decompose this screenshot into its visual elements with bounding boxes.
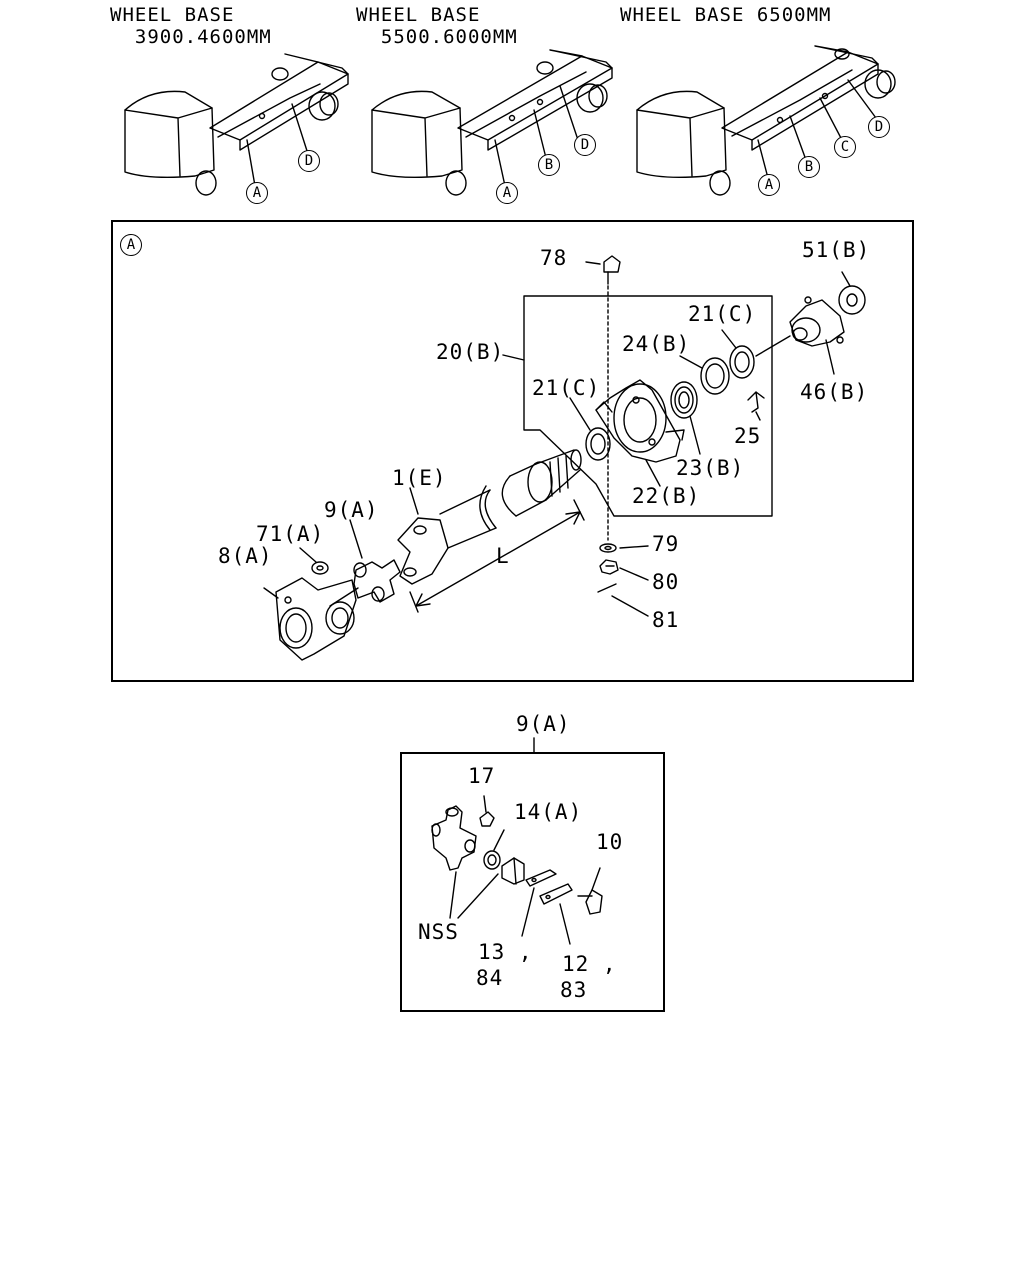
label-83: 83 xyxy=(560,978,588,1002)
truck2-marker-a: A xyxy=(496,182,518,204)
label-81: 81 xyxy=(652,608,680,632)
label-84: 84 xyxy=(476,966,504,990)
detail-title-9a: 9(A) xyxy=(516,712,571,736)
header-wheel-base-2: WHEEL BASE 5500.6000MM xyxy=(356,4,518,48)
truck-illustration-3 xyxy=(636,45,896,196)
label-9a: 9(A) xyxy=(324,498,379,522)
label-51b: 51(B) xyxy=(802,238,871,262)
truck3-marker-d: D xyxy=(868,116,890,138)
header-wheel-base-3: WHEEL BASE 6500MM xyxy=(620,4,832,26)
truck2-marker-d: D xyxy=(574,134,596,156)
label-71a: 71(A) xyxy=(256,522,325,546)
label-79: 79 xyxy=(652,532,680,556)
truck3-marker-b: B xyxy=(798,156,820,178)
label-10: 10 xyxy=(596,830,624,854)
panel-tag-a: A xyxy=(120,234,142,256)
universal-joint-detail xyxy=(431,737,603,945)
label-25: 25 xyxy=(734,424,762,448)
label-13: 13 , xyxy=(478,940,533,964)
header-wheel-base-1: WHEEL BASE 3900.4600MM xyxy=(110,4,272,48)
label-17: 17 xyxy=(468,764,496,788)
label-46b: 46(B) xyxy=(800,380,869,404)
label-nss: NSS xyxy=(418,920,459,944)
label-23b: 23(B) xyxy=(676,456,745,480)
label-20b: 20(B) xyxy=(436,340,505,364)
truck-illustration-1 xyxy=(124,53,349,196)
truck3-marker-c: C xyxy=(834,136,856,158)
label-1e: 1(E) xyxy=(392,466,447,490)
label-22b: 22(B) xyxy=(632,484,701,508)
truck1-marker-a: A xyxy=(246,182,268,204)
truck3-marker-a: A xyxy=(758,174,780,196)
propeller-shaft-assembly xyxy=(263,255,866,661)
detail-view-frame xyxy=(400,752,665,1012)
label-24b: 24(B) xyxy=(622,332,691,356)
truck2-marker-b: B xyxy=(538,154,560,176)
truck1-marker-d: D xyxy=(298,150,320,172)
label-14a: 14(A) xyxy=(514,800,583,824)
truck-illustration-2 xyxy=(371,49,613,196)
label-78: 78 xyxy=(540,246,568,270)
main-exploded-view-frame xyxy=(111,220,914,682)
label-12: 12 , xyxy=(562,952,617,976)
label-dimension-l: L xyxy=(496,544,510,568)
label-8a: 8(A) xyxy=(218,544,273,568)
label-80: 80 xyxy=(652,570,680,594)
label-21c-mid: 21(C) xyxy=(532,376,601,400)
label-21c-top: 21(C) xyxy=(688,302,757,326)
